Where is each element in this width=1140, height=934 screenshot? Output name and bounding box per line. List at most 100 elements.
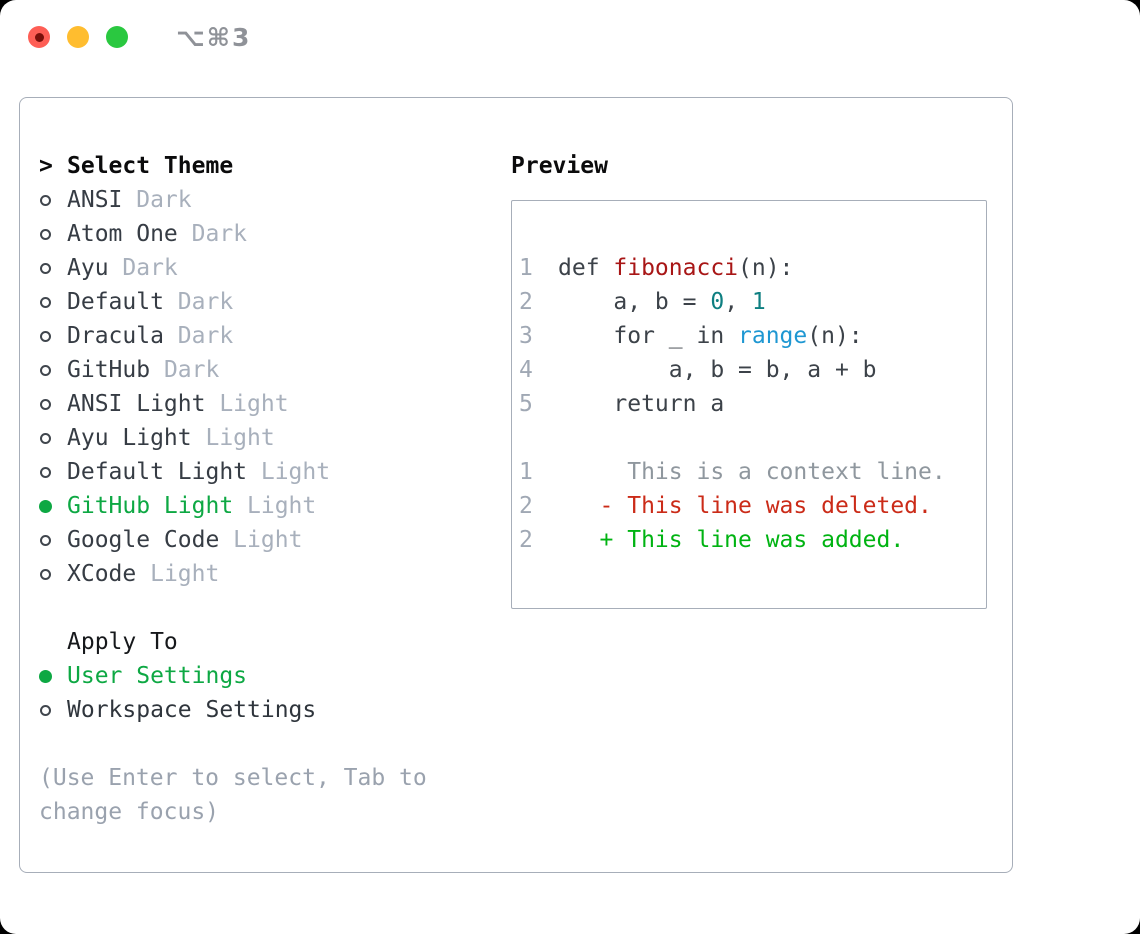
diff-segment-context: This is a context line.: [558, 459, 946, 485]
apply-option-workspace-settings[interactable]: Workspace Settings: [39, 693, 427, 727]
theme-variant-tag: Light: [233, 493, 317, 519]
radio-circle: [40, 364, 51, 376]
radio-circle: [40, 262, 51, 274]
radio-circle: [40, 194, 51, 206]
radio-unselected-icon: [39, 432, 67, 444]
hint-text: (Use Enter to select, Tab to change focu…: [39, 761, 427, 829]
code-segment-code: return a: [558, 391, 725, 417]
zoom-button[interactable]: [106, 26, 128, 48]
theme-name: Ayu Light: [67, 425, 192, 451]
spacer-row: [39, 727, 427, 761]
theme-option-ansi-light[interactable]: ANSI Light Light: [39, 387, 427, 421]
theme-option-default[interactable]: Default Dark: [39, 285, 427, 319]
theme-option-ayu-light[interactable]: Ayu Light Light: [39, 421, 427, 455]
line-number: 1: [519, 255, 533, 281]
theme-variant-tag: Light: [136, 561, 220, 587]
theme-variant-tag: Light: [247, 459, 331, 485]
theme-option-github-light[interactable]: GitHub Light Light: [39, 489, 427, 523]
line-number: 3: [519, 323, 533, 349]
theme-name: GitHub Light: [67, 493, 234, 519]
diff-sample: 1 This is a context line.2 - This line w…: [519, 455, 986, 557]
radio-unselected-icon: [39, 466, 67, 478]
theme-variant-tag: Dark: [150, 357, 220, 383]
radio-circle: [40, 568, 51, 580]
hint-line-2: change focus): [39, 799, 220, 825]
unsaved-dot-icon: [34, 32, 44, 42]
theme-option-github[interactable]: GitHub Dark: [39, 353, 427, 387]
code-segment-code: (n):: [807, 323, 863, 349]
theme-variant-tag: Light: [191, 425, 275, 451]
theme-name: XCode: [67, 561, 137, 587]
theme-name: ANSI Light: [67, 391, 206, 417]
titlebar: ⌥⌘3: [0, 0, 1140, 74]
code-line: 1 def fibonacci(n):: [519, 251, 986, 285]
diff-line: 1 This is a context line.: [519, 455, 986, 489]
theme-variant-tag: Dark: [108, 255, 178, 281]
radio-unselected-icon: [39, 568, 67, 580]
select-theme-title: Select Theme: [67, 153, 234, 179]
line-number: 2: [519, 493, 533, 519]
radio-circle: [39, 499, 52, 513]
code-segment-code: a, b = b, a + b: [558, 357, 877, 383]
theme-variant-tag: Dark: [163, 323, 234, 349]
code-line: 3 for _ in range(n):: [519, 319, 986, 353]
diff-segment-added: + This line was added.: [558, 527, 905, 553]
theme-option-ansi[interactable]: ANSI Dark: [39, 183, 427, 217]
preview-title: Preview: [511, 153, 608, 179]
spacer-row: [519, 421, 986, 455]
code-line: 5 return a: [519, 387, 986, 421]
radio-unselected-icon: [39, 194, 67, 206]
code-segment-code: for _ in: [558, 323, 739, 349]
radio-unselected-icon: [39, 262, 67, 274]
radio-unselected-icon: [39, 330, 67, 342]
code-segment-code: ,: [724, 289, 752, 315]
theme-variant-tag: Dark: [122, 187, 192, 213]
hint-line-1: (Use Enter to select, Tab to: [39, 765, 427, 791]
code-segment-code: def: [558, 255, 614, 281]
minimize-button[interactable]: [67, 26, 89, 48]
theme-option-default-light[interactable]: Default Light Light: [39, 455, 427, 489]
theme-name: Atom One: [67, 221, 178, 247]
theme-name: Dracula: [67, 323, 164, 349]
theme-name: Default Light: [67, 459, 248, 485]
apply-option-label: User Settings: [67, 663, 248, 689]
code-line: 2 a, b = 0, 1: [519, 285, 986, 319]
theme-option-dracula[interactable]: Dracula Dark: [39, 319, 427, 353]
theme-option-google-code[interactable]: Google Code Light: [39, 523, 427, 557]
radio-circle: [40, 432, 51, 444]
code-segment-code: (n):: [738, 255, 794, 281]
line-number: 5: [519, 391, 533, 417]
theme-variant-tag: Light: [205, 391, 289, 417]
radio-circle: [40, 704, 51, 716]
focus-arrow-icon: >: [39, 153, 53, 179]
radio-circle: [40, 398, 51, 410]
code-segment-function: fibonacci: [613, 255, 739, 281]
apply-option-label: Workspace Settings: [67, 697, 317, 723]
radio-unselected-icon: [39, 296, 67, 308]
radio-selected-icon: [39, 669, 67, 683]
diff-line: 2 + This line was added.: [519, 523, 986, 557]
apply-option-user-settings[interactable]: User Settings: [39, 659, 427, 693]
radio-circle: [40, 466, 51, 478]
theme-option-ayu[interactable]: Ayu Dark: [39, 251, 427, 285]
line-number: 2: [519, 527, 533, 553]
apply-to-title: Apply To: [67, 629, 178, 655]
line-number: 4: [519, 357, 533, 383]
radio-circle: [39, 669, 52, 683]
theme-variant-tag: Dark: [163, 289, 234, 315]
theme-name: Google Code: [67, 527, 220, 553]
theme-variant-tag: Dark: [177, 221, 248, 247]
theme-name: GitHub: [67, 357, 151, 383]
radio-unselected-icon: [39, 704, 67, 716]
line-number: 1: [519, 459, 533, 485]
close-button[interactable]: [28, 26, 50, 48]
theme-option-xcode[interactable]: XCode Light: [39, 557, 427, 591]
radio-circle: [40, 330, 51, 342]
line-number: 2: [519, 289, 533, 315]
theme-option-atom-one[interactable]: Atom One Dark: [39, 217, 427, 251]
